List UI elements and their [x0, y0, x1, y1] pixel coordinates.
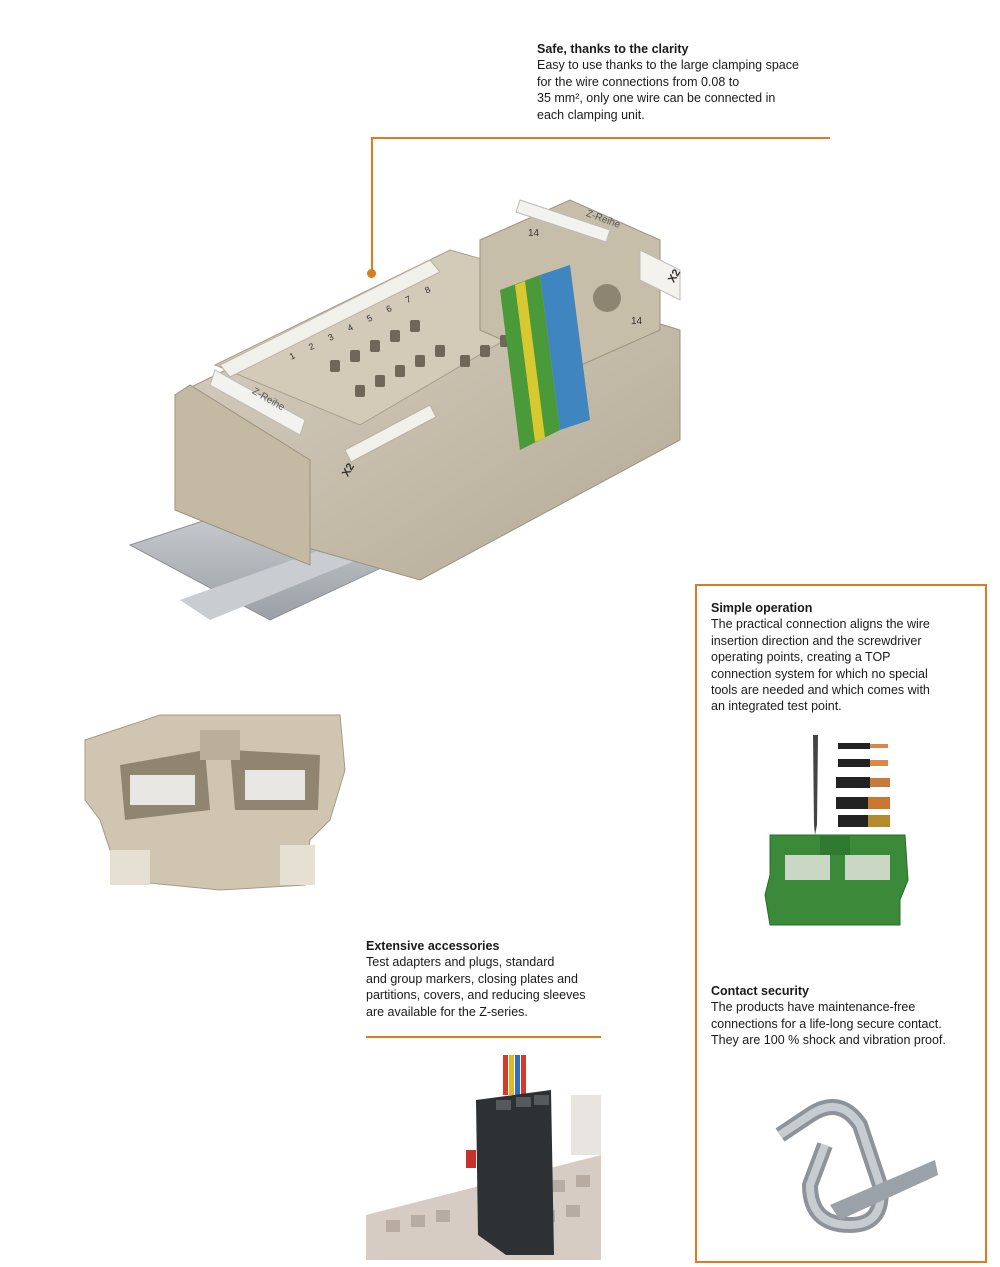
- simple-operation-box: [695, 584, 987, 1263]
- marker-number: 2: [307, 341, 316, 353]
- simple-operation-line: operating points, creating a TOP: [711, 650, 891, 665]
- marker-number: 3: [326, 331, 336, 343]
- simple-operation-line: insertion direction and the screwdriver: [711, 633, 922, 648]
- clarity-heading: Safe, thanks to the clarity: [537, 42, 689, 56]
- marker-number: 7: [403, 293, 413, 305]
- simple-operation-line: tools are needed and which comes with: [711, 683, 930, 698]
- accessories-line: partitions, covers, and reducing sleeves: [366, 988, 586, 1003]
- green-terminal-wires-image: [764, 735, 909, 926]
- clarity-line: Easy to use thanks to the large clamping…: [537, 58, 799, 73]
- metal-clamp-spring-image: [775, 1099, 938, 1233]
- accessories-divider: [366, 1036, 601, 1038]
- clarity-line: 35 mm², only one wire can be connected i…: [537, 91, 776, 106]
- clarity-line: for the wire connections from 0.08 to: [537, 74, 740, 89]
- clarity-text-block: Safe, thanks to the clarity Easy to use …: [537, 41, 837, 123]
- simple-operation-line: The practical connection aligns the wire: [711, 617, 930, 632]
- marker-14-label-top: 14: [528, 228, 540, 239]
- accessories-text-block: Extensive accessories Test adapters and …: [366, 938, 616, 1020]
- accessories-line: and group markers, closing plates and: [366, 971, 578, 986]
- marker-14-label: 14: [631, 316, 643, 327]
- clarity-callout-dot: [367, 269, 376, 278]
- accessories-line: are available for the Z-series.: [366, 1004, 528, 1019]
- marker-number: 5: [365, 312, 374, 324]
- simple-operation-heading: Simple operation: [711, 601, 813, 615]
- contact-security-line: The products have maintenance-free: [711, 1000, 916, 1015]
- simple-operation-line: an integrated test point.: [711, 699, 842, 714]
- contact-security-heading: Contact security: [711, 984, 809, 998]
- simple-operation-text-block: Simple operation The practical connectio…: [711, 600, 981, 715]
- contact-security-line: connections for a life-long secure conta…: [711, 1016, 942, 1031]
- simple-operation-line: connection system for which no special: [711, 666, 928, 681]
- marker-number: 6: [384, 303, 394, 315]
- clarity-callout-horizontal: [371, 137, 830, 139]
- contact-security-line: They are 100 % shock and vibration proof…: [711, 1033, 946, 1048]
- accessories-line: Test adapters and plugs, standard: [366, 955, 555, 970]
- clarity-line: each clamping unit.: [537, 107, 645, 122]
- contact-security-text-block: Contact security The products have maint…: [711, 983, 981, 1049]
- single-terminal-side-image: [84, 714, 346, 891]
- terminal-block-assembly-image: [128, 199, 681, 621]
- accessories-heading: Extensive accessories: [366, 939, 500, 953]
- marker-number: 4: [345, 322, 355, 334]
- clarity-callout-vertical: [371, 137, 373, 273]
- test-plug-accessory-image: [366, 1055, 601, 1260]
